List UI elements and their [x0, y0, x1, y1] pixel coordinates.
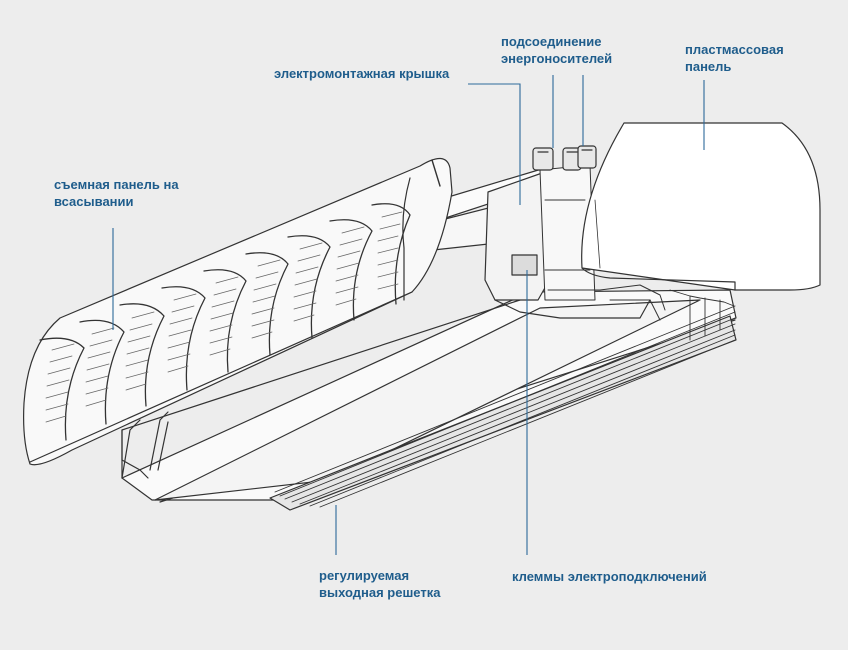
label-plastic-panel-line-2: панель: [685, 59, 732, 74]
label-outlet-grille: регулируемая выходная решетка: [319, 567, 440, 601]
label-outlet-grille-line-1: регулируемая: [319, 568, 410, 583]
label-suction-panel-line-1: съемная панель на: [54, 177, 179, 192]
label-plastic-panel: пластмассовая панель: [685, 41, 784, 75]
label-plastic-panel-line-1: пластмассовая: [685, 42, 784, 57]
label-terminals: клеммы электроподключений: [512, 568, 707, 585]
leader-lines: [112, 75, 705, 555]
leader-electrical-cover: [468, 83, 521, 205]
label-energy-connection-line-1: подсоединение: [501, 34, 602, 49]
label-energy-connection-line-2: энергоносителей: [501, 51, 613, 66]
label-electrical-cover: электромонтажная крышка: [274, 65, 449, 82]
label-suction-panel-line-2: всасывании: [54, 194, 134, 209]
label-outlet-grille-line-2: выходная решетка: [319, 585, 441, 600]
suction-panel: [23, 157, 453, 466]
plastic-side-panel: [581, 122, 821, 291]
label-suction-panel: съемная панель на всасывании: [54, 176, 179, 210]
label-electrical-cover-line-1: электромонтажная крышка: [274, 66, 450, 81]
label-terminals-line-1: клеммы электроподключений: [512, 569, 707, 584]
label-energy-connection: подсоединение энергоносителей: [501, 33, 612, 67]
support-struts: [121, 411, 169, 479]
energy-connectors: [532, 145, 597, 171]
outlet-grille: [274, 289, 736, 508]
